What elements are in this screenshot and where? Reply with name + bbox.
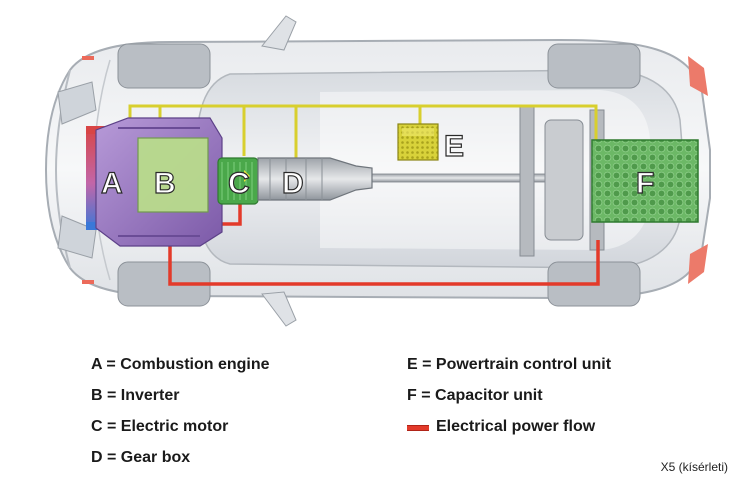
power-flow-swatch (407, 425, 429, 431)
label-c: C (228, 167, 250, 200)
hybrid-drivetrain-diagram: A B C D E F (44, 15, 711, 327)
label-d: D (282, 167, 304, 200)
drive-shaft (369, 105, 605, 257)
component-f-capacitor-unit: F (591, 139, 699, 223)
component-d-gear-box: D (257, 157, 373, 201)
legend-b: B = Inverter (91, 387, 180, 404)
legend-power-flow: Electrical power flow (436, 418, 596, 435)
component-e-powertrain-control-unit: E (397, 123, 465, 164)
component-c-electric-motor: C (217, 157, 259, 205)
label-b: B (154, 167, 176, 200)
legend-e: E = Powertrain control unit (407, 356, 612, 373)
label-f: F (636, 167, 654, 200)
wheels (117, 43, 641, 307)
label-a: A (101, 167, 123, 200)
component-b-inverter: B (137, 137, 209, 213)
legend-f: F = Capacitor unit (407, 387, 543, 404)
legend-a: A = Combustion engine (91, 356, 270, 373)
legend-d: D = Gear box (91, 449, 191, 466)
legend-c: C = Electric motor (91, 418, 229, 435)
label-e: E (444, 130, 464, 163)
caption: X5 (kísérleti) (660, 460, 728, 474)
control-signal-wiring (128, 104, 598, 160)
